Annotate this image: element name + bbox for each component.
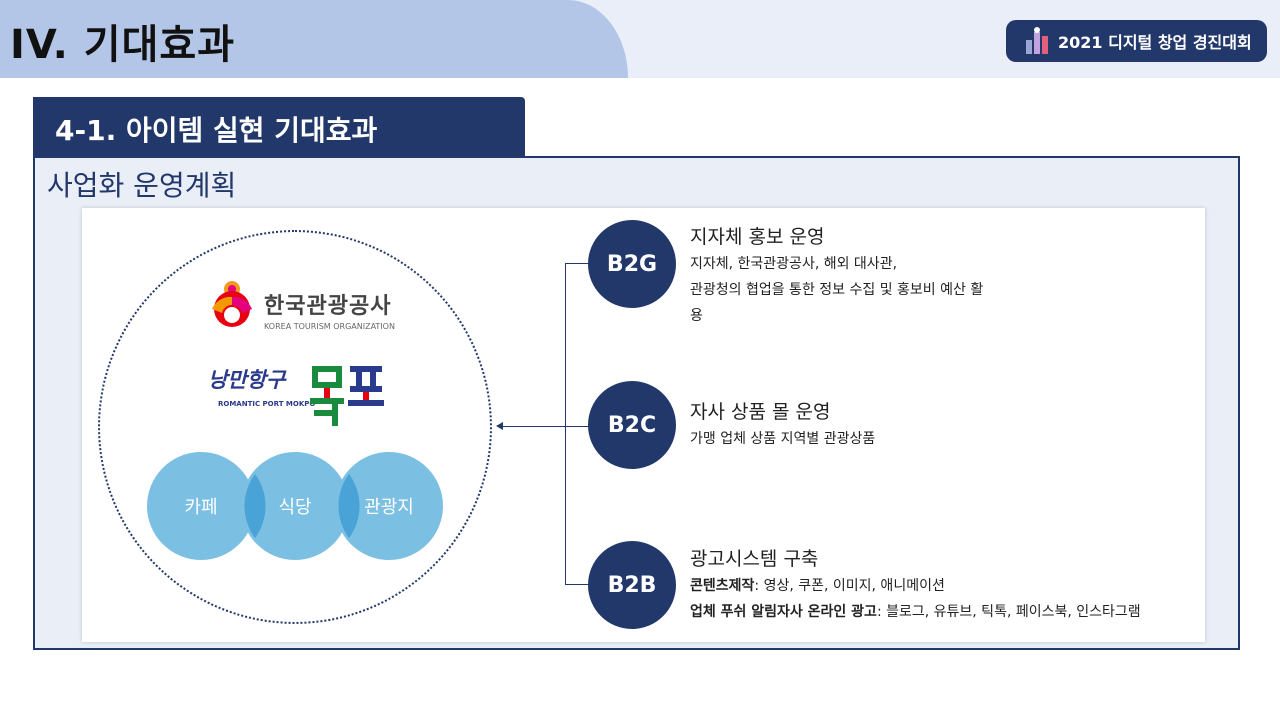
subtitle-tab: 4-1. 아이템 실현 기대효과 [33, 97, 525, 157]
b2b-line-1-label: 콘텐츠제작 [690, 578, 755, 594]
b2c-line-1: 가맹 업체 상품 지역별 관광상품 [690, 431, 876, 447]
subtitle: 4-1. 아이템 실현 기대효과 [55, 114, 378, 147]
kto-korean-name: 한국관광공사 [264, 293, 392, 319]
b2g-badge: B2G [588, 220, 676, 308]
connector-arrow-line [501, 426, 589, 427]
b2b-line-2-text: : 블로그, 유튜브, 틱톡, 페이스북, 인스타그램 [876, 604, 1141, 620]
b2b-title: 광고시스템 구축 [690, 548, 819, 570]
connector-b2b [565, 584, 589, 585]
b2b-badge: B2B [588, 541, 676, 629]
kto-logo: 한국관광공사 KOREA TOURISM ORGANIZATION [206, 279, 395, 339]
header-tab [0, 0, 628, 78]
b2g-line-2: 관광청의 협업을 통한 정보 수집 및 홍보비 예산 활 [690, 282, 984, 298]
b2b-line-2-label: 업체 푸쉬 알림자사 온라인 광고 [690, 604, 877, 620]
mokpo-mark-icon [310, 366, 384, 426]
contest-badge-label: 2021 디지털 창업 경진대회 [1058, 33, 1252, 52]
contest-logo-icon [1026, 27, 1048, 54]
kto-mark-icon [212, 281, 252, 327]
b2b-line-1-text: : 영상, 쿠폰, 이미지, 애니메이션 [754, 578, 945, 594]
b2c-block: 자사 상품 몰 운영 가맹 업체 상품 지역별 관광상품 [690, 397, 875, 452]
venn-overlap-2 [338, 474, 360, 538]
b2c-badge: B2C [588, 381, 676, 469]
b2g-block: 지자체 홍보 운영 지자체, 한국관광공사, 해외 대사관, 관광청의 협업을 … [690, 222, 983, 329]
mokpo-script: 낭만항구 [208, 367, 286, 392]
mokpo-logo: 낭만항구 ROMANTIC PORT MOKPO [206, 362, 386, 438]
b2b-line-1: 콘텐츠제작: 영상, 쿠폰, 이미지, 애니메이션 [690, 573, 1141, 599]
contest-badge: 2021 디지털 창업 경진대회 [1006, 20, 1267, 62]
b2g-title: 지자체 홍보 운영 [690, 226, 825, 248]
venn-label-cafe: 카페 [184, 497, 218, 518]
section-title: IV. 기대효과 [10, 22, 236, 68]
venn-circle-cafe: 카페 [147, 452, 255, 560]
b2g-line-3: 용 [690, 308, 703, 324]
b2b-line-2: 업체 푸쉬 알림자사 온라인 광고: 블로그, 유튜브, 틱톡, 페이스북, 인… [690, 599, 1141, 625]
b2c-title: 자사 상품 몰 운영 [690, 401, 831, 423]
frame-title: 사업화 운영계획 [47, 169, 237, 202]
kto-english-name: KOREA TOURISM ORGANIZATION [264, 321, 395, 331]
connector-vertical [565, 263, 566, 584]
venn-label-attraction: 관광지 [364, 497, 414, 518]
venn-label-restaurant: 식당 [278, 497, 312, 518]
venn-overlap-1 [244, 474, 266, 538]
mokpo-english: ROMANTIC PORT MOKPO [218, 400, 316, 408]
connector-b2g [565, 263, 589, 264]
partner-circle [98, 230, 492, 624]
arrow-left-icon [496, 422, 503, 430]
b2b-block: 광고시스템 구축 콘텐츠제작: 영상, 쿠폰, 이미지, 애니메이션 업체 푸쉬… [690, 544, 1141, 625]
b2g-line-1: 지자체, 한국관광공사, 해외 대사관, [690, 256, 898, 272]
